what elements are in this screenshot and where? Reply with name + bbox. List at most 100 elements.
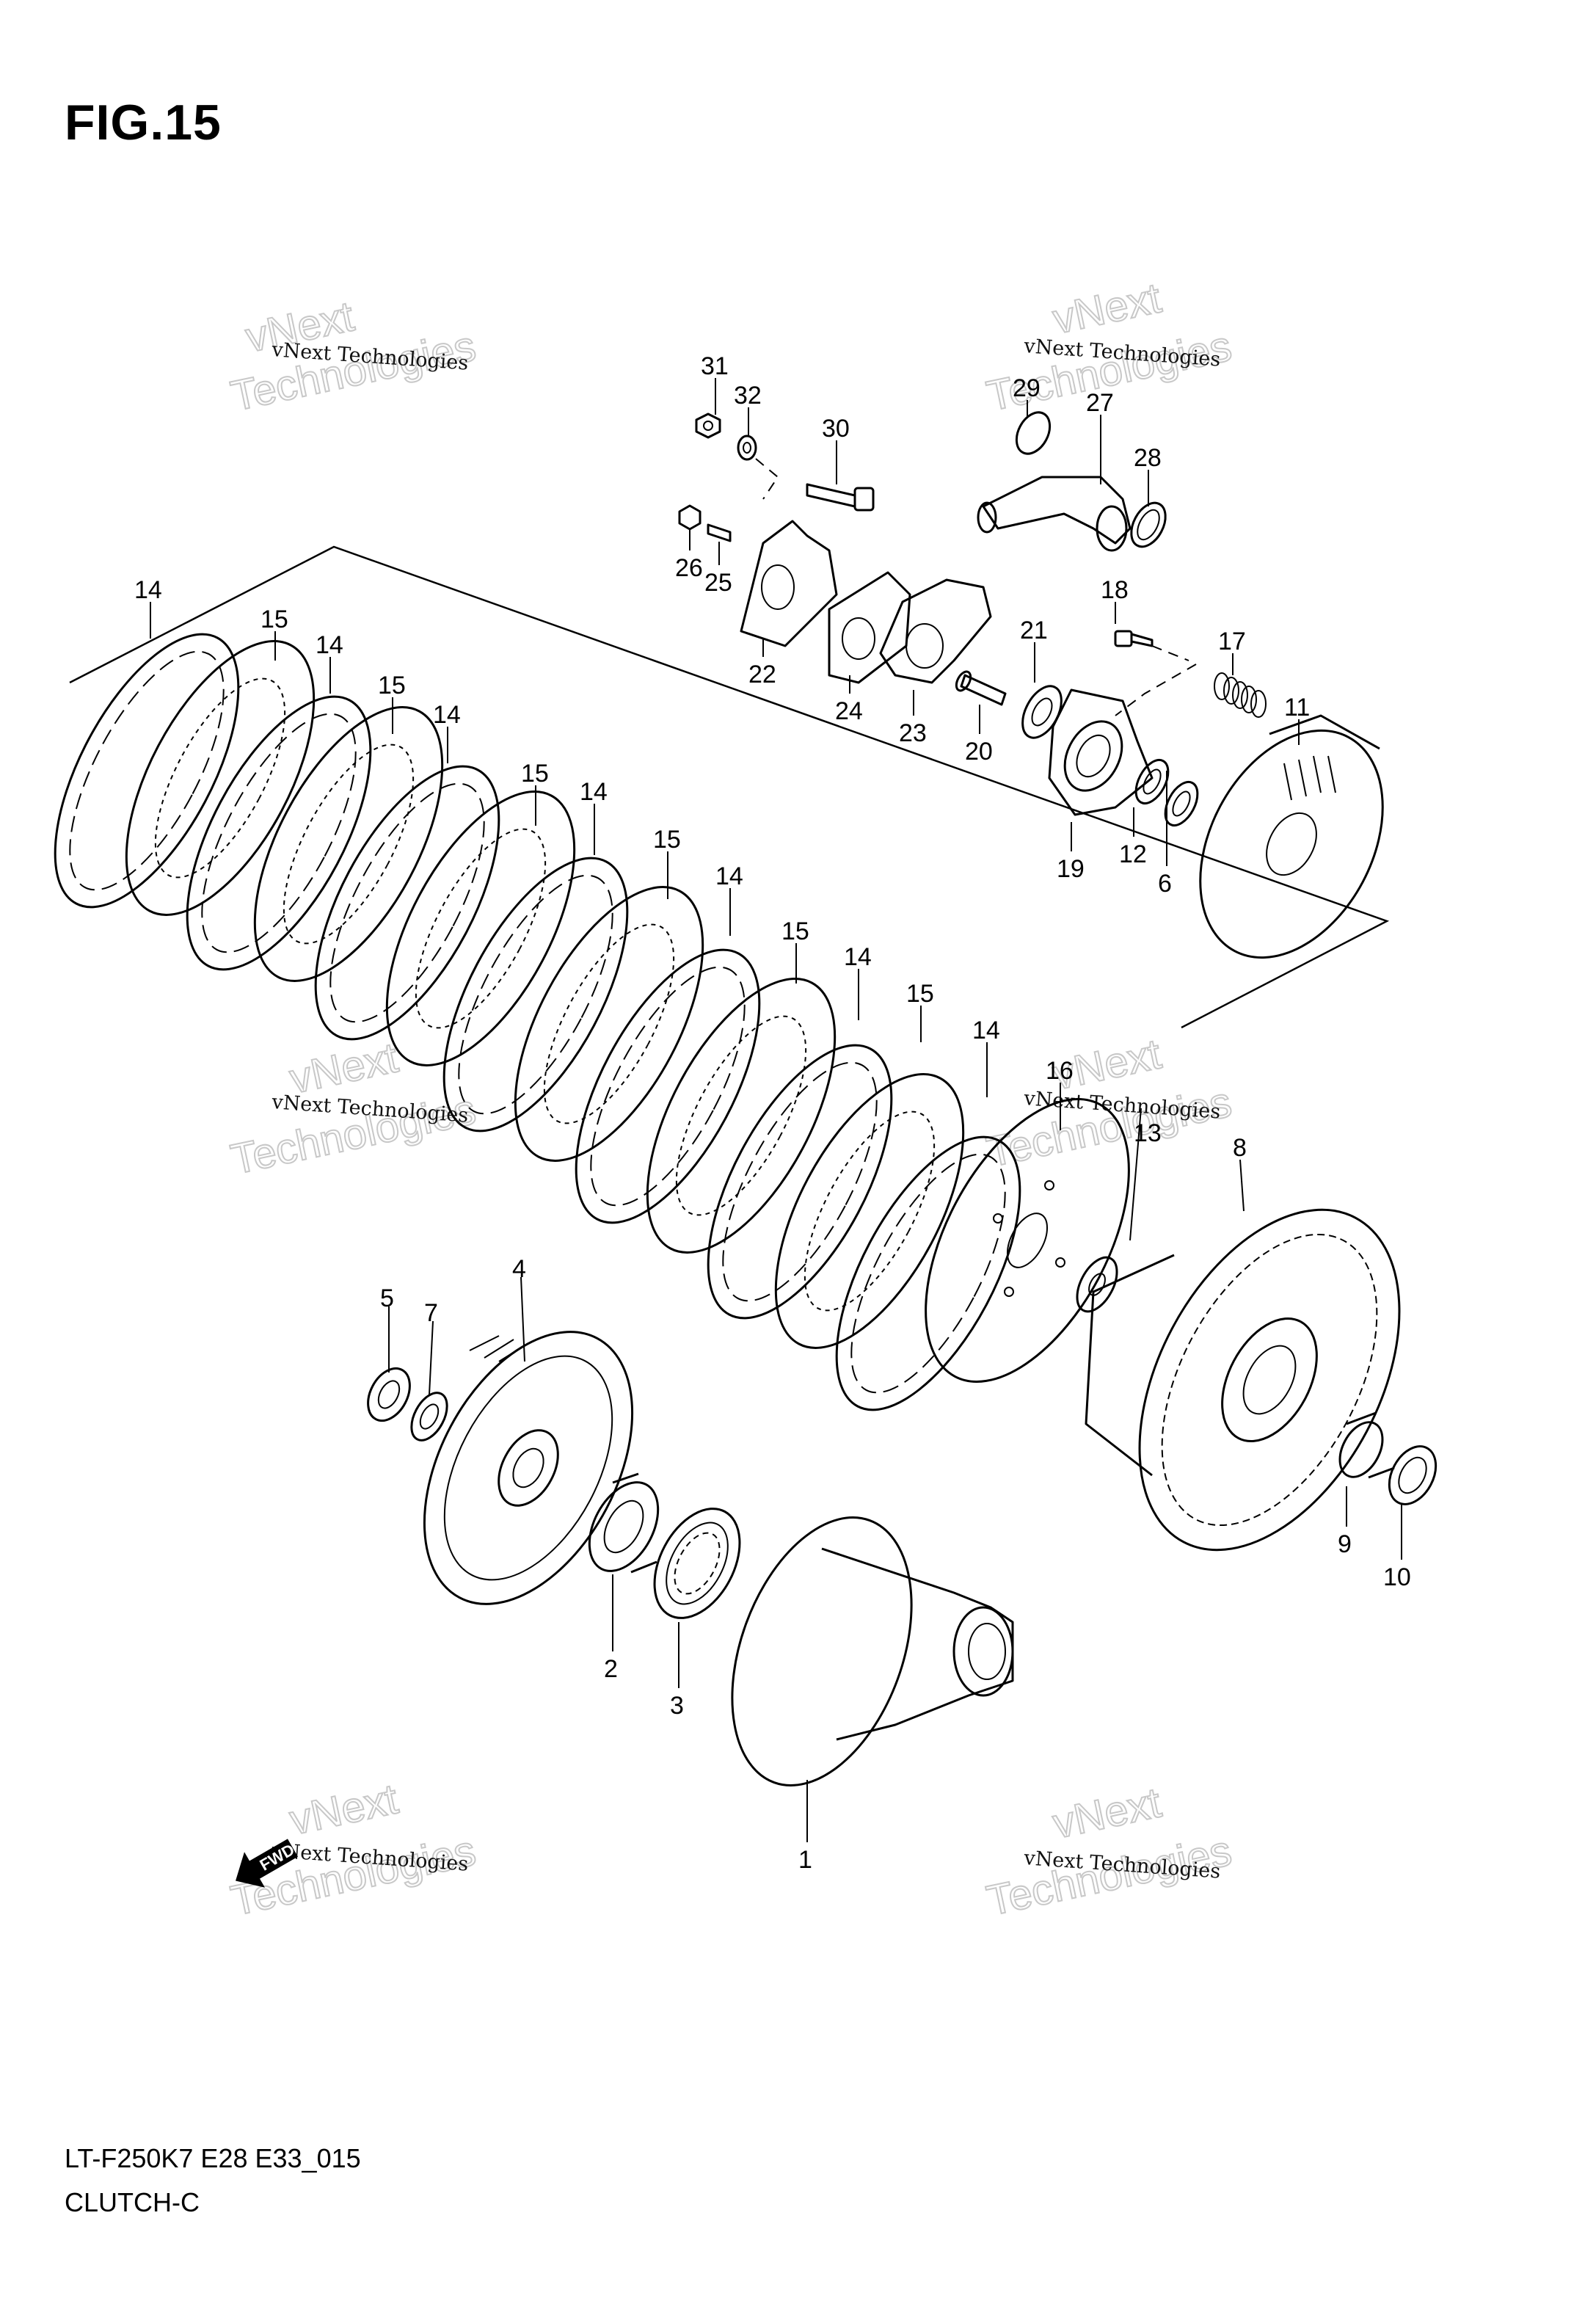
leader-lines (150, 378, 1402, 1842)
watermark-big-text-1: vNext (1049, 1778, 1165, 1847)
release-pin-20 (955, 670, 1007, 706)
callout-32: 32 (734, 382, 762, 410)
centrifugal-clutch-4 (423, 1331, 634, 1605)
cam-plate-23 (879, 578, 992, 684)
washer-12 (1134, 759, 1170, 804)
washer-7 (410, 1392, 448, 1442)
drawing-code: LT-F250K7 E28 E33_015 (65, 2143, 361, 2173)
callout-6: 6 (1158, 870, 1172, 898)
circlip-29 (1015, 411, 1052, 455)
bracket-22 (740, 520, 838, 647)
watermark-big-text-2: Technologies (227, 1827, 480, 1925)
assembly-guide-line-upper (755, 458, 779, 500)
clutch-stack-frame (69, 545, 1390, 1029)
washer-10 (1388, 1445, 1438, 1505)
watermark-big-text-1: vNext (1049, 274, 1165, 343)
callout-14-b: 14 (316, 631, 343, 659)
watermark-top-left: vNext Technologies vNext Technologies (226, 291, 481, 421)
callout-15-b: 15 (378, 672, 406, 699)
o-ring-28 (1130, 501, 1167, 548)
driven-plate-15 (125, 640, 316, 916)
callout-3: 3 (670, 1692, 684, 1720)
callout-15-a: 15 (260, 606, 288, 633)
clutch-spring-17 (1214, 672, 1267, 718)
callout-23: 23 (899, 719, 927, 747)
callout-11: 11 (1284, 694, 1310, 721)
drive-plate-14 (835, 1135, 1021, 1411)
callout-15-d: 15 (653, 826, 681, 854)
callout-25: 25 (704, 569, 732, 597)
callout-15-f: 15 (906, 980, 934, 1008)
callout-2: 2 (604, 1655, 618, 1683)
bolt-18 (1114, 630, 1154, 647)
callout-14-c: 14 (433, 701, 461, 729)
callout-13: 13 (1134, 1119, 1162, 1147)
callout-19: 19 (1057, 855, 1085, 883)
callout-29: 29 (1013, 374, 1041, 402)
callout-14-g: 14 (972, 1017, 1000, 1044)
driven-plate-15 (774, 1073, 965, 1349)
bearing-3 (653, 1508, 741, 1619)
nut-31 (695, 412, 721, 439)
driven-plate-15 (514, 886, 704, 1162)
one-way-clutch-2 (588, 1472, 660, 1574)
washer-13 (1076, 1256, 1118, 1313)
callout-14-a: 14 (134, 576, 162, 604)
callout-26: 26 (675, 554, 703, 582)
clutch-drum-1 (731, 1516, 1014, 1786)
gasket-24 (828, 571, 911, 684)
drive-plate-14 (186, 695, 372, 971)
watermark-middle-left: vNext Technologies vNext Technologies (226, 1033, 481, 1184)
drive-plate-14 (54, 633, 240, 909)
callout-14-e: 14 (715, 862, 743, 890)
callout-18: 18 (1101, 576, 1129, 604)
callout-12: 12 (1119, 840, 1147, 868)
callout-9: 9 (1338, 1530, 1352, 1558)
watermark-big-text-1: vNext (285, 1775, 402, 1844)
callout-labels: 1 2 3 4 5 6 7 8 9 10 11 12 13 14 15 14 1… (134, 352, 1411, 1874)
callout-14-f: 14 (844, 943, 872, 971)
callout-7: 7 (424, 1299, 438, 1327)
spacer-9 (1338, 1411, 1395, 1479)
forward-direction-arrow: FWD (236, 1839, 298, 1888)
clutch-plates-stack (54, 633, 1021, 1411)
callout-15-e: 15 (781, 917, 809, 945)
assembly-guide-line (1115, 645, 1197, 716)
drive-plate-14 (575, 948, 761, 1224)
pressure-plate-16 (925, 1098, 1130, 1383)
drive-plate-14 (707, 1044, 893, 1320)
bearing-21 (1021, 685, 1063, 739)
callout-15-c: 15 (521, 760, 549, 788)
callout-21: 21 (1020, 617, 1048, 644)
callout-4: 4 (512, 1255, 526, 1283)
clutch-sleeve-hub-11 (1199, 714, 1384, 959)
watermark-bottom-left: vNext Technologies vNext Technologies (226, 1774, 481, 1925)
release-camshaft-27 (977, 476, 1132, 552)
callout-8: 8 (1233, 1134, 1247, 1162)
stud-25 (707, 523, 732, 542)
watermark-bottom-right: vNext Technologies vNext Technologies (982, 1778, 1236, 1925)
drive-plate-14 (442, 857, 629, 1133)
nut-26 (678, 504, 702, 531)
callout-10: 10 (1383, 1563, 1411, 1591)
release-plate-19 (1048, 688, 1154, 816)
callout-31: 31 (701, 352, 729, 380)
callout-1: 1 (798, 1846, 812, 1874)
nut-5 (367, 1367, 411, 1422)
driven-plate-15 (385, 790, 576, 1066)
callout-28: 28 (1134, 444, 1162, 472)
watermark-middle-right: vNext Technologies vNext Technologies (982, 1029, 1236, 1177)
callout-22: 22 (748, 661, 776, 688)
callout-16: 16 (1046, 1057, 1074, 1085)
clutch-housing-8 (1085, 1208, 1401, 1552)
bolt-30 (806, 483, 875, 512)
washer-6 (1164, 781, 1199, 826)
callout-27: 27 (1086, 389, 1114, 417)
drive-plate-14 (314, 765, 500, 1041)
callout-30: 30 (822, 415, 850, 443)
callout-5: 5 (380, 1284, 394, 1312)
figure-title: FIG.15 (65, 95, 222, 150)
section-name: CLUTCH-C (65, 2187, 200, 2217)
callout-20: 20 (965, 738, 993, 766)
